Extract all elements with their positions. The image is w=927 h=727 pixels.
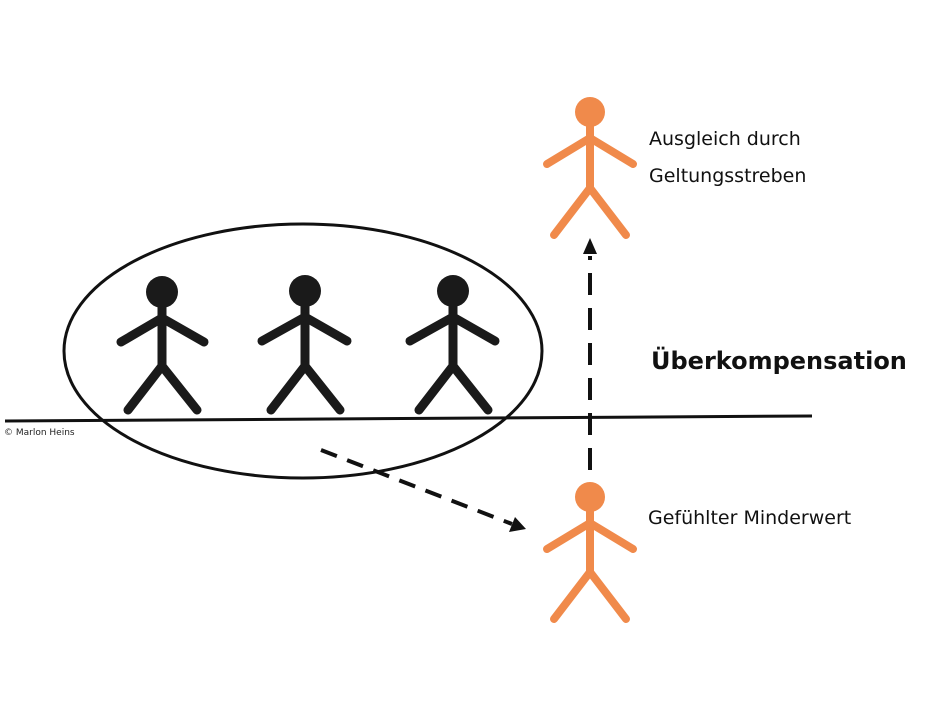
diagram-title: Überkompensation (651, 347, 907, 375)
group-ellipse (62, 222, 544, 480)
compensation-label-line2: Geltungsstreben (649, 165, 807, 187)
group-figure-2-icon (257, 275, 352, 415)
baseline (4, 414, 813, 423)
inferiority-figure-icon (543, 482, 637, 623)
compensated-figure-icon (543, 97, 637, 239)
group-figure-3-icon (405, 275, 500, 415)
dashed-arrow-upward (583, 238, 597, 470)
inferiority-label: Gefühlter Minderwert (648, 507, 852, 529)
copyright-notice: © Marlon Heins (4, 428, 75, 438)
compensation-label-line1: Ausgleich durch (649, 128, 801, 150)
dashed-arrow-to-inferiority (320, 448, 526, 532)
group-figure-1-icon (116, 276, 209, 415)
